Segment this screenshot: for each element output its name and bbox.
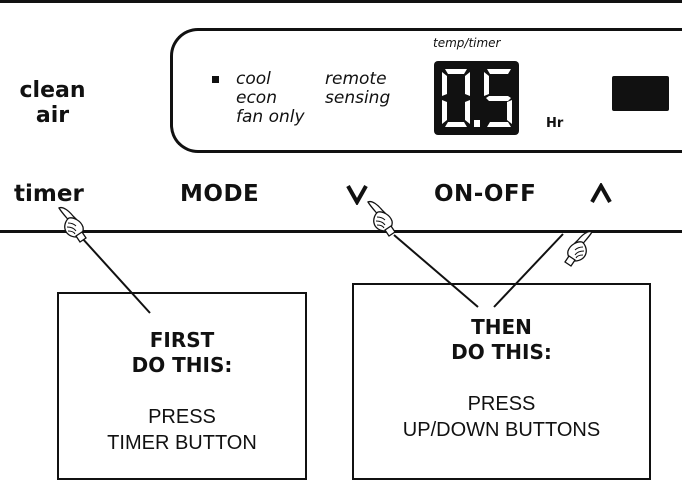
timer-button[interactable]: timer <box>14 181 84 207</box>
decimal-point <box>474 120 480 127</box>
then-body-line-2: UP/DOWN BUTTONS <box>402 419 601 441</box>
mode-fan-only: fan only <box>236 107 305 127</box>
first-step-heading: FIRST DO THIS: <box>59 328 305 378</box>
mode-cool: cool <box>236 69 271 89</box>
up-button[interactable] <box>589 183 613 205</box>
first-step-instruction: PRESS TIMER BUTTON <box>59 404 305 456</box>
seven-segment-display <box>434 61 519 135</box>
chevron-down-icon <box>346 185 368 205</box>
brand-label: clean air <box>0 78 105 128</box>
then-body-line-1: PRESS <box>467 393 536 415</box>
display-frame <box>170 28 682 153</box>
brand-line-1: clean <box>19 78 86 103</box>
second-step-instruction: PRESS UP/DOWN BUTTONS <box>354 391 649 443</box>
remote-line-1: remote <box>325 69 387 89</box>
display-unit: Hr <box>546 116 564 131</box>
then-heading-line-2: DO THIS: <box>451 340 552 364</box>
second-step-heading: THEN DO THIS: <box>354 315 649 365</box>
then-heading-line-1: THEN <box>471 315 532 339</box>
mode-list: cool econ fan only <box>212 69 305 127</box>
down-button[interactable] <box>345 183 369 205</box>
on-off-button[interactable]: ON-OFF <box>434 181 537 207</box>
display-digits <box>442 69 512 127</box>
remote-sensing-label: remote sensing <box>325 70 390 108</box>
first-heading-line-2: DO THIS: <box>131 353 233 377</box>
control-panel: clean air cool econ fan only remote sens… <box>0 0 682 233</box>
second-step-callout: THEN DO THIS: PRESS UP/DOWN BUTTONS <box>352 283 651 480</box>
brand-line-2: air <box>35 103 70 128</box>
digit-five <box>484 69 512 127</box>
pointing-hand-icon <box>564 230 593 267</box>
first-heading-line-1: FIRST <box>149 328 215 352</box>
remote-line-2: sensing <box>325 88 391 108</box>
mode-indicator-icon <box>212 76 219 83</box>
first-body-line-2: TIMER BUTTON <box>107 432 257 454</box>
display-label: temp/timer <box>433 36 501 50</box>
mode-button[interactable]: MODE <box>180 181 260 207</box>
secondary-display <box>612 76 669 111</box>
first-body-line-1: PRESS <box>148 406 216 428</box>
digit-zero <box>442 69 470 127</box>
chevron-up-icon <box>590 183 612 203</box>
first-step-callout: FIRST DO THIS: PRESS TIMER BUTTON <box>57 292 307 480</box>
mode-econ: econ <box>236 88 277 108</box>
